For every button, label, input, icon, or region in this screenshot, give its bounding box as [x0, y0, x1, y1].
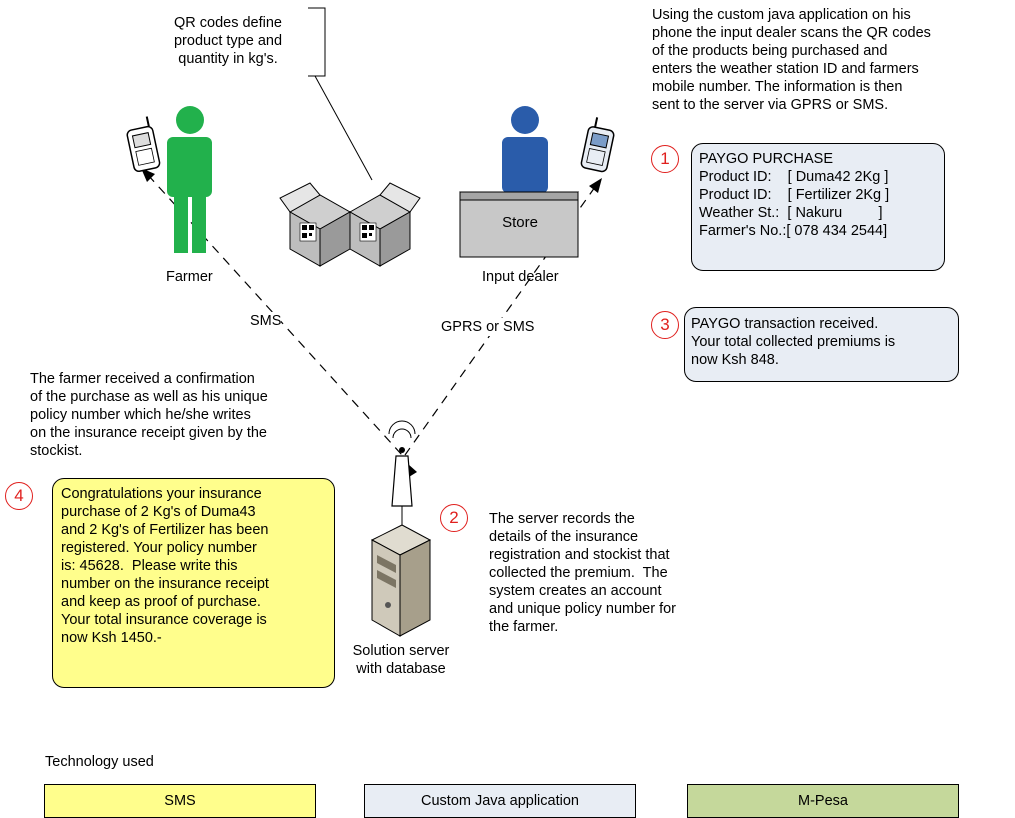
store-label: Store	[502, 214, 538, 231]
gprs-label: GPRS or SMS	[441, 318, 535, 336]
technology-heading: Technology used	[45, 754, 154, 770]
qr-note: QR codes define product type and quantit…	[173, 15, 283, 67]
farmer-phone-icon	[126, 116, 161, 173]
server-label: Solution server with database	[352, 643, 450, 677]
paygo-received-message: PAYGO transaction received. Your total c…	[684, 307, 959, 382]
tech-mpesa: M-Pesa	[687, 784, 959, 818]
server-icon	[370, 524, 432, 637]
product-box-1-icon	[279, 182, 352, 267]
sms-label: SMS	[250, 312, 282, 330]
store-counter-icon	[459, 191, 580, 258]
confirmation-message: Congratulations your insurance purchase …	[52, 478, 335, 688]
input-dealer-icon	[502, 106, 548, 193]
tech-java-app: Custom Java application	[364, 784, 636, 818]
tech-sms: SMS	[44, 784, 316, 818]
qr-note-pointer	[314, 75, 373, 181]
antenna-icon	[388, 420, 416, 525]
gprs-arrowhead	[589, 178, 602, 193]
dealer-note: Using the custom java application on his…	[652, 7, 931, 113]
paygo-purchase-message: PAYGO PURCHASE Product ID: [ Duma42 2Kg …	[691, 143, 945, 271]
farmer-note: The farmer received a confirmation of th…	[30, 371, 268, 459]
farmer-icon	[167, 106, 212, 253]
qr-note-bracket	[308, 7, 326, 77]
input-dealer-label: Input dealer	[482, 269, 559, 285]
product-box-2-icon	[348, 182, 421, 267]
sms-arrowhead	[141, 168, 155, 182]
farmer-label: Farmer	[166, 269, 213, 285]
step-1-badge: 1	[651, 145, 679, 173]
dealer-phone-icon	[580, 117, 615, 173]
step-2-badge: 2	[440, 504, 468, 532]
step-4-badge: 4	[5, 482, 33, 510]
server-note: The server records the details of the in…	[489, 511, 677, 635]
step-3-badge: 3	[651, 311, 679, 339]
